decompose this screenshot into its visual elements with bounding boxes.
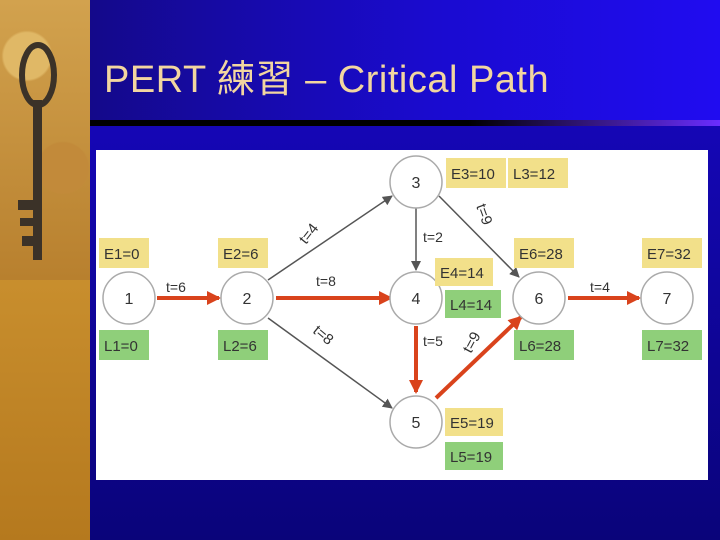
svg-text:L2=6: L2=6	[223, 338, 257, 355]
slide-title: PERT 練習 – Critical Path	[104, 59, 550, 101]
svg-text:L3=12: L3=12	[513, 166, 555, 183]
late-label-2: L2=6	[218, 330, 268, 360]
early-label-5: E5=19	[445, 408, 503, 436]
node-1: 1	[102, 271, 156, 325]
decorative-side-strip	[0, 0, 90, 540]
node-4: 4	[389, 271, 443, 325]
edge-label-2-4: t=8	[316, 273, 336, 289]
node-label-3: 3	[412, 175, 421, 192]
edge-label-3-6: t=9	[472, 202, 495, 228]
edge-5-6	[434, 315, 523, 400]
node-6: 6	[512, 271, 566, 325]
node-label-6: 6	[535, 291, 544, 308]
edge-label-4-5: t=5	[423, 333, 443, 349]
late-label-6: L6=28	[514, 330, 574, 360]
late-label-1: L1=0	[99, 330, 149, 360]
svg-text:L7=32: L7=32	[647, 338, 689, 355]
node-2: 2	[220, 271, 274, 325]
node-label-5: 5	[412, 415, 421, 432]
svg-text:E7=32: E7=32	[647, 246, 691, 263]
edge-label-2-5: t=8	[309, 322, 336, 349]
svg-text:L4=14: L4=14	[450, 297, 492, 314]
svg-text:E5=19: E5=19	[450, 415, 494, 432]
edge-2-3	[267, 195, 393, 281]
title-banner	[90, 0, 720, 120]
node-5: 5	[389, 395, 443, 449]
early-label-1: E1=0	[99, 238, 149, 268]
svg-text:E1=0: E1=0	[104, 246, 139, 263]
edge-label-6-7: t=4	[590, 279, 610, 295]
early-label-3: E3=10	[446, 158, 506, 188]
late-label-5: L5=19	[445, 442, 503, 470]
edge-2-5	[267, 317, 393, 409]
svg-text:L6=28: L6=28	[519, 338, 561, 355]
node-label-4: 4	[412, 291, 421, 308]
svg-text:L1=0: L1=0	[104, 338, 138, 355]
svg-text:E6=28: E6=28	[519, 246, 563, 263]
early-label-6: E6=28	[514, 238, 574, 268]
node-7: 7	[640, 271, 694, 325]
late-label-4: L4=14	[445, 290, 501, 318]
edge-label-2-3: t=4	[296, 220, 322, 247]
node-3: 3	[389, 155, 443, 209]
pert-diagram: t=6 t=4 t=8 t=8 t=2 t=9 t=5 t=9 t=4 1 2 …	[96, 150, 708, 480]
node-label-1: 1	[125, 291, 134, 308]
early-label-2: E2=6	[218, 238, 268, 268]
key-image	[0, 0, 90, 280]
late-label-3: L3=12	[508, 158, 568, 188]
early-label-7: E7=32	[642, 238, 702, 268]
svg-text:E3=10: E3=10	[451, 166, 495, 183]
edge-label-5-6: t=9	[460, 329, 485, 356]
title-rule	[90, 120, 720, 126]
svg-text:E4=14: E4=14	[440, 265, 484, 282]
edge-label-3-4: t=2	[423, 229, 443, 245]
svg-text:L5=19: L5=19	[450, 449, 492, 466]
svg-text:E2=6: E2=6	[223, 246, 258, 263]
pert-diagram-canvas: t=6 t=4 t=8 t=8 t=2 t=9 t=5 t=9 t=4 1 2 …	[99, 155, 702, 470]
node-label-7: 7	[663, 291, 672, 308]
edge-3-6	[438, 195, 520, 278]
late-label-7: L7=32	[642, 330, 702, 360]
node-label-2: 2	[243, 291, 252, 308]
edge-label-1-2: t=6	[166, 279, 186, 295]
early-label-4: E4=14	[435, 258, 493, 286]
